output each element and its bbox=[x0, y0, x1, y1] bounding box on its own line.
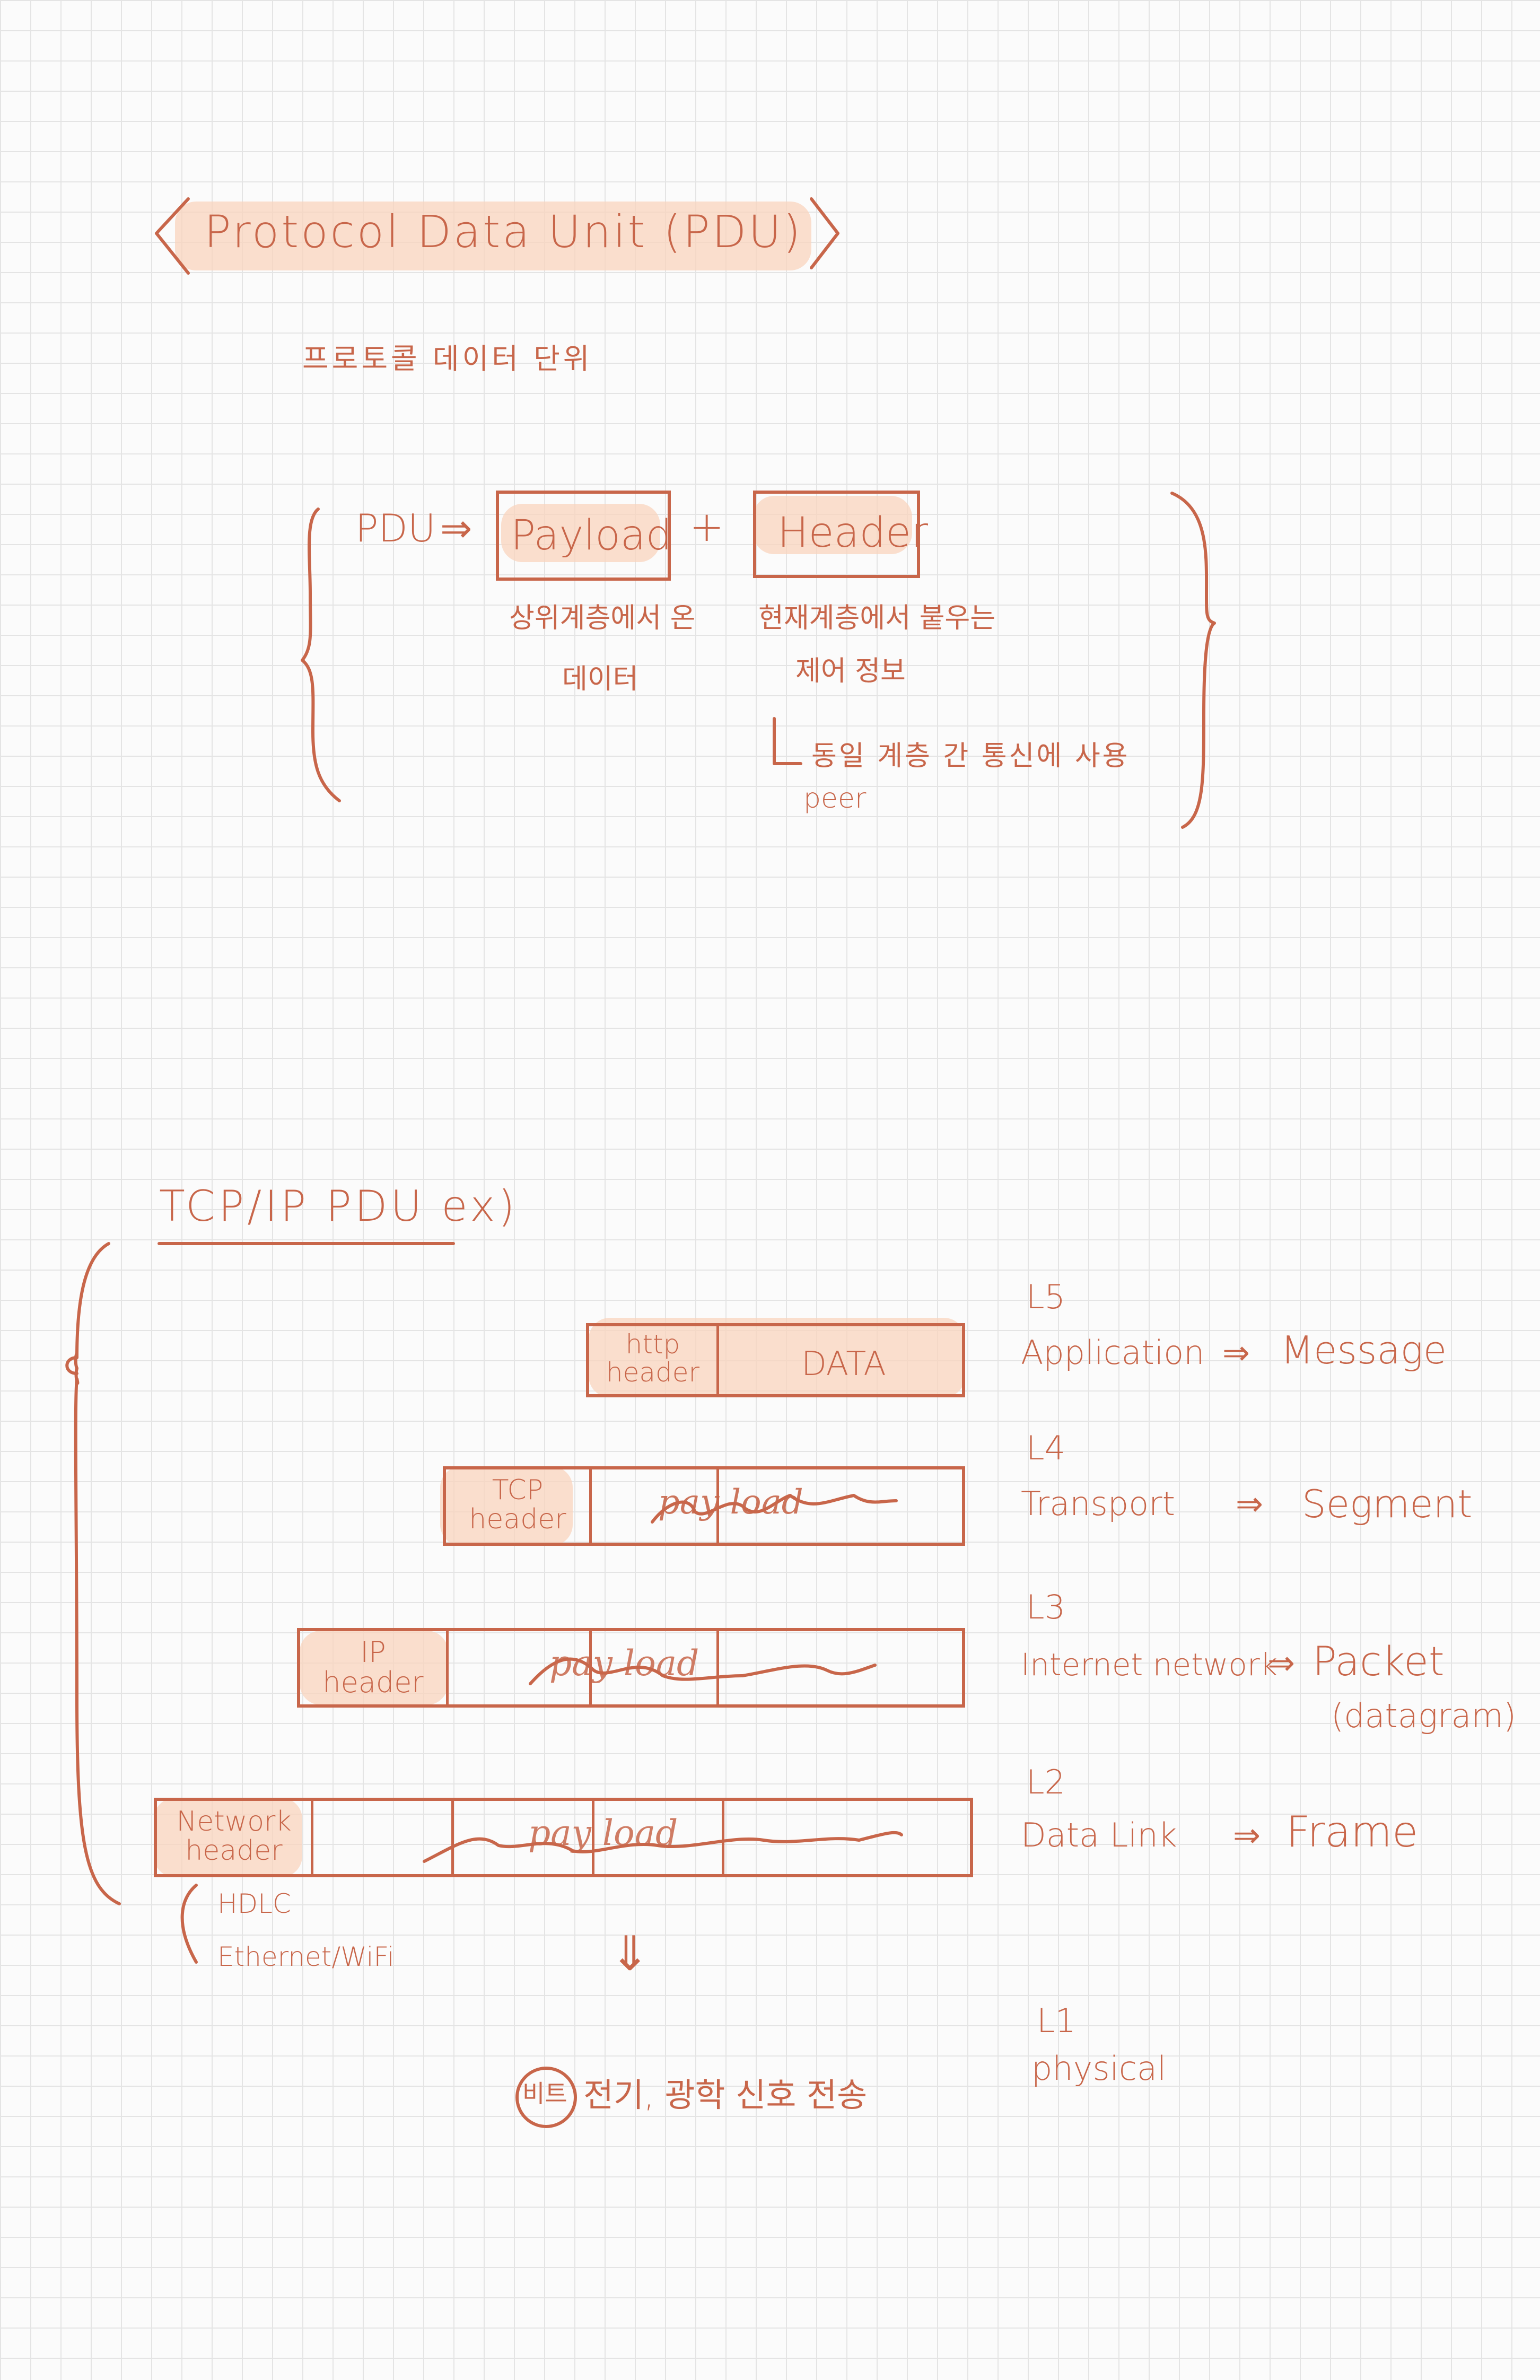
ip-payload-scribble bbox=[529, 1657, 877, 1685]
pdu-right-brace bbox=[1170, 492, 1216, 829]
page-subtitle: 프로토콜 데이터 단위 bbox=[302, 342, 593, 375]
network-header-line1: Network bbox=[176, 1806, 292, 1838]
header-note-line1: 현재계층에서 붙우는 bbox=[758, 602, 996, 634]
tcp-header-label: TCP header bbox=[446, 1476, 589, 1534]
tcp-header-line2: header bbox=[469, 1503, 566, 1535]
payload-highlight bbox=[501, 504, 660, 562]
l3-pdu-name: Packet bbox=[1312, 1638, 1445, 1685]
payload-note-line2: 데이터 bbox=[562, 663, 638, 695]
payload-box-label: Payload bbox=[511, 512, 672, 559]
network-pdu-box: Network header pay load bbox=[154, 1798, 973, 1877]
plus-sign: + bbox=[689, 503, 724, 551]
l4-pdu-name: Segment bbox=[1302, 1482, 1473, 1526]
tcp-pdu-box: TCP header pay load bbox=[443, 1466, 965, 1546]
ip-header-line2: header bbox=[322, 1665, 424, 1699]
tcp-payload-scribble bbox=[651, 1494, 898, 1524]
payload-note-line1: 상위계층에서 온 bbox=[509, 602, 696, 634]
pdu-left-brace bbox=[301, 508, 341, 802]
header-box: Header bbox=[753, 491, 928, 578]
l4-arrow: ⇒ bbox=[1236, 1484, 1263, 1523]
ip-payload-cell-a bbox=[446, 1631, 589, 1704]
physical-note: 전기, 광학 신호 전송 bbox=[583, 2076, 868, 2114]
header-box-label: Header bbox=[777, 509, 929, 557]
tcp-header-line1: TCP bbox=[492, 1474, 544, 1506]
pdu-label: PDU bbox=[355, 506, 436, 550]
tcp-payload-cell-a bbox=[589, 1469, 716, 1543]
http-row-highlight bbox=[589, 1318, 965, 1397]
l5-pdu-name: Message bbox=[1281, 1328, 1447, 1372]
l4-number: L4 bbox=[1026, 1429, 1065, 1467]
peer-note: 동일 계층 간 통신에 사용 bbox=[811, 740, 1130, 772]
network-header-label: Network header bbox=[157, 1807, 311, 1865]
tcp-payload-label: pay load bbox=[658, 1483, 803, 1522]
tcp-header-highlight bbox=[440, 1466, 573, 1546]
title-right-angle bbox=[810, 197, 839, 269]
network-header-highlight bbox=[154, 1798, 302, 1877]
l2-pdu-name: Frame bbox=[1286, 1807, 1419, 1857]
tcpip-title: TCP/IP PDU ex) bbox=[159, 1182, 518, 1231]
l4-layer-name: Transport bbox=[1021, 1484, 1175, 1523]
network-payload-scribble bbox=[423, 1831, 903, 1863]
ip-payload-label: pay load bbox=[549, 1643, 699, 1684]
ethernet-note: Ethernet/WiFi bbox=[217, 1941, 395, 1972]
bit-circle bbox=[515, 2067, 577, 2128]
l1-number: L1 bbox=[1037, 2001, 1076, 2040]
http-data-label: DATA bbox=[801, 1344, 886, 1383]
peer-arrow bbox=[773, 717, 802, 765]
network-payload-cell-d bbox=[722, 1801, 976, 1874]
ip-header-label: IP header bbox=[300, 1635, 446, 1699]
ip-header-highlight bbox=[300, 1631, 448, 1705]
header-note-line2: 제어 정보 bbox=[795, 655, 906, 687]
l3-number: L3 bbox=[1026, 1588, 1065, 1626]
header-highlight bbox=[753, 496, 912, 554]
l2-number: L2 bbox=[1026, 1763, 1065, 1801]
network-payload-cell-c bbox=[592, 1801, 722, 1874]
hdlc-note: HDLC bbox=[217, 1888, 291, 1919]
l3-pdu-note: (datagram) bbox=[1331, 1696, 1517, 1735]
down-arrow: ⇓ bbox=[610, 1926, 650, 1982]
http-header-label: http header bbox=[589, 1331, 716, 1386]
l1-layer-name: physical bbox=[1031, 2049, 1167, 2088]
network-payload-cell-a bbox=[311, 1801, 451, 1874]
http-header-line2: header bbox=[606, 1357, 700, 1388]
network-header-line2: header bbox=[185, 1834, 283, 1867]
http-pdu-box: http header DATA bbox=[586, 1323, 965, 1397]
network-payload-cell-b bbox=[451, 1801, 592, 1874]
http-data-cell: DATA bbox=[716, 1326, 968, 1394]
network-payload-label: pay load bbox=[528, 1813, 678, 1853]
tcp-payload-cell-b bbox=[716, 1469, 968, 1543]
ip-payload-cell-c bbox=[716, 1631, 968, 1704]
l2-layer-name: Data Link bbox=[1021, 1816, 1177, 1854]
l2-arrow: ⇒ bbox=[1233, 1816, 1261, 1854]
ip-header-line1: IP bbox=[360, 1635, 386, 1669]
l5-layer-name: Application bbox=[1021, 1333, 1205, 1372]
title-left-angle bbox=[155, 197, 190, 275]
title-highlight bbox=[175, 202, 811, 270]
hdlc-bracket bbox=[180, 1884, 198, 1964]
pdu-arrow: ⇒ bbox=[440, 506, 472, 550]
peer-word: peer bbox=[803, 783, 867, 815]
page-title: Protocol Data Unit (PDU) bbox=[204, 206, 803, 258]
http-header-line1: http bbox=[625, 1329, 680, 1360]
l3-layer-name: Internet network bbox=[1021, 1647, 1278, 1683]
tcpip-left-brace bbox=[74, 1242, 121, 1905]
ip-payload-cell-b bbox=[589, 1631, 716, 1704]
bit-label: 비트 bbox=[522, 2079, 567, 2108]
ip-pdu-box: IP header pay load bbox=[297, 1628, 965, 1708]
l5-arrow: ⇒ bbox=[1222, 1333, 1250, 1372]
l5-number: L5 bbox=[1026, 1278, 1065, 1316]
payload-box: Payload bbox=[496, 491, 672, 581]
l3-arrow: ⇒ bbox=[1267, 1643, 1295, 1682]
